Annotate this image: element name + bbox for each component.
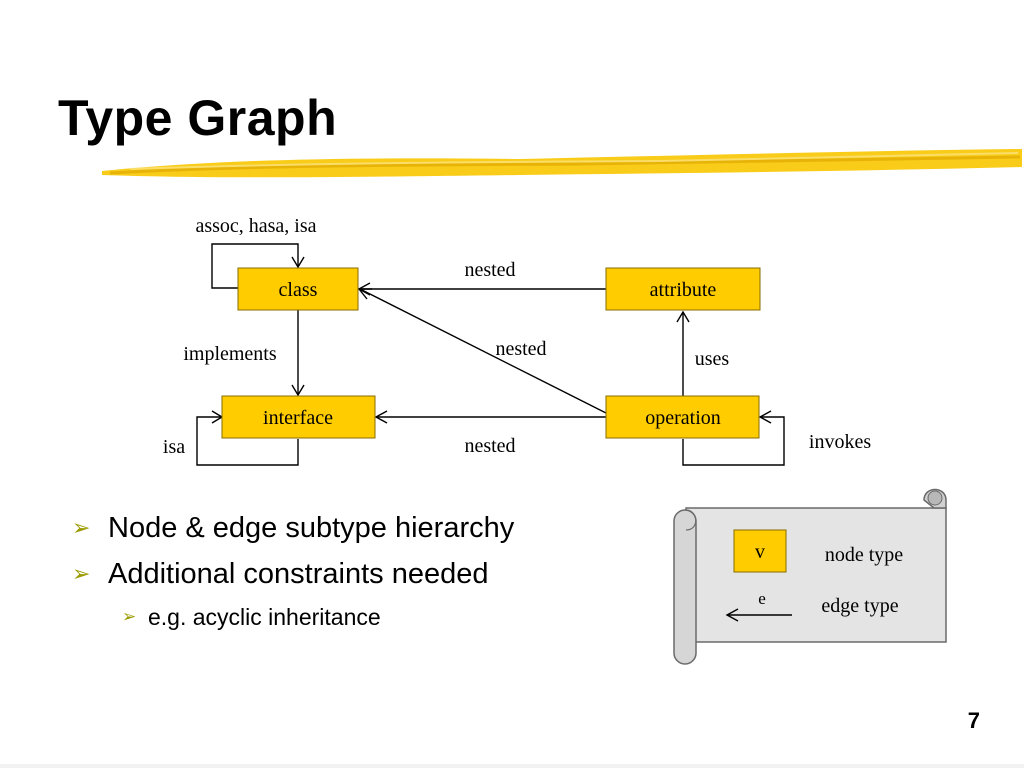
bullet-list: ➢ Node & edge subtype hierarchy ➢ Additi… bbox=[72, 508, 514, 634]
sub-bullet-item: ➢ e.g. acyclic inheritance bbox=[122, 600, 514, 634]
title-underline-brush bbox=[102, 149, 1022, 178]
page-number: 7 bbox=[967, 708, 980, 733]
bullet-text: Additional constraints needed bbox=[108, 558, 489, 590]
edge-attribute-to-class: nested bbox=[357, 259, 606, 296]
slide-title: Type Graph bbox=[58, 90, 338, 146]
edge-label-operation-self: invokes bbox=[809, 431, 871, 453]
edge-label-interface-self: isa bbox=[163, 436, 185, 458]
edge-label-attribute-class: nested bbox=[464, 259, 515, 281]
legend-edge-sample: e bbox=[725, 589, 792, 622]
node-class: class bbox=[237, 267, 359, 311]
edge-operation-to-interface: nested bbox=[374, 410, 606, 457]
bullet-item: ➢ Node & edge subtype hierarchy bbox=[72, 508, 514, 554]
legend-node-sample: v bbox=[733, 529, 787, 573]
legend-scroll: v node type e edge type bbox=[673, 488, 947, 665]
node-label-interface: interface bbox=[263, 407, 333, 429]
node-operation: operation bbox=[605, 395, 760, 439]
edge-label-operation-interface: nested bbox=[464, 435, 515, 457]
legend-node-label: node type bbox=[825, 544, 903, 566]
edge-label-operation-class: nested bbox=[495, 338, 546, 360]
bullet-text: e.g. acyclic inheritance bbox=[148, 604, 381, 630]
footer-divider bbox=[0, 764, 1024, 768]
type-graph-diagram: assoc, hasa, isa nested nested implement… bbox=[163, 215, 871, 466]
edge-interface-self-loop: isa bbox=[163, 410, 299, 466]
node-interface: interface bbox=[221, 395, 376, 439]
edge-label-operation-attribute: uses bbox=[695, 348, 730, 370]
arrow-bullet-icon: ➢ bbox=[122, 607, 137, 626]
edge-label-class-interface: implements bbox=[183, 343, 277, 365]
arrow-bullet-icon: ➢ bbox=[72, 515, 91, 540]
node-label-class: class bbox=[279, 279, 318, 301]
legend-edge-symbol: e bbox=[758, 589, 766, 608]
legend-node-symbol: v bbox=[755, 541, 765, 563]
edge-operation-to-attribute: uses bbox=[676, 310, 730, 396]
node-label-operation: operation bbox=[645, 407, 721, 429]
bullet-text: Node & edge subtype hierarchy bbox=[108, 512, 515, 544]
edge-operation-self-loop: invokes bbox=[682, 410, 871, 466]
node-label-attribute: attribute bbox=[650, 279, 717, 301]
edge-class-to-interface: implements bbox=[183, 310, 305, 397]
legend-edge-label: edge type bbox=[821, 595, 898, 617]
edge-class-self-loop: assoc, hasa, isa bbox=[195, 215, 317, 289]
bullet-item: ➢ Additional constraints needed bbox=[72, 554, 514, 600]
node-attribute: attribute bbox=[605, 267, 761, 311]
edge-operation-to-class: nested bbox=[357, 288, 607, 414]
edge-label-class-self: assoc, hasa, isa bbox=[195, 215, 316, 237]
arrow-bullet-icon: ➢ bbox=[72, 561, 91, 586]
